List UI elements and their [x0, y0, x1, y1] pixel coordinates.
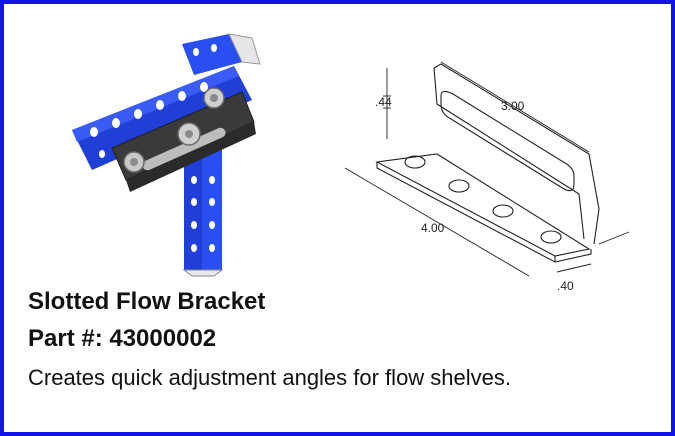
hole-4 — [540, 230, 562, 244]
upper-tube — [182, 33, 261, 75]
dim-length-label: 4.00 — [421, 221, 445, 235]
dim-width-label: .40 — [557, 279, 574, 293]
hole-2 — [448, 179, 470, 193]
base-outline — [375, 153, 591, 257]
hole-3 — [492, 204, 514, 218]
dim-thickness-label: .44 — [375, 95, 392, 109]
technical-drawing: .44 3.00 4.00 .40 — [344, 61, 630, 293]
hole-1 — [404, 155, 426, 169]
product-description: Creates quick adjustment angles for flow… — [28, 365, 512, 390]
flange-outline — [433, 67, 585, 240]
slot-outline — [440, 90, 575, 192]
dim-slot-label: 3.00 — [501, 99, 525, 113]
product-title: Slotted Flow Bracket — [28, 288, 266, 315]
part-number: Part #: 43000002 — [28, 325, 217, 352]
product-photo — [72, 33, 261, 277]
hex-nuts — [123, 87, 225, 173]
